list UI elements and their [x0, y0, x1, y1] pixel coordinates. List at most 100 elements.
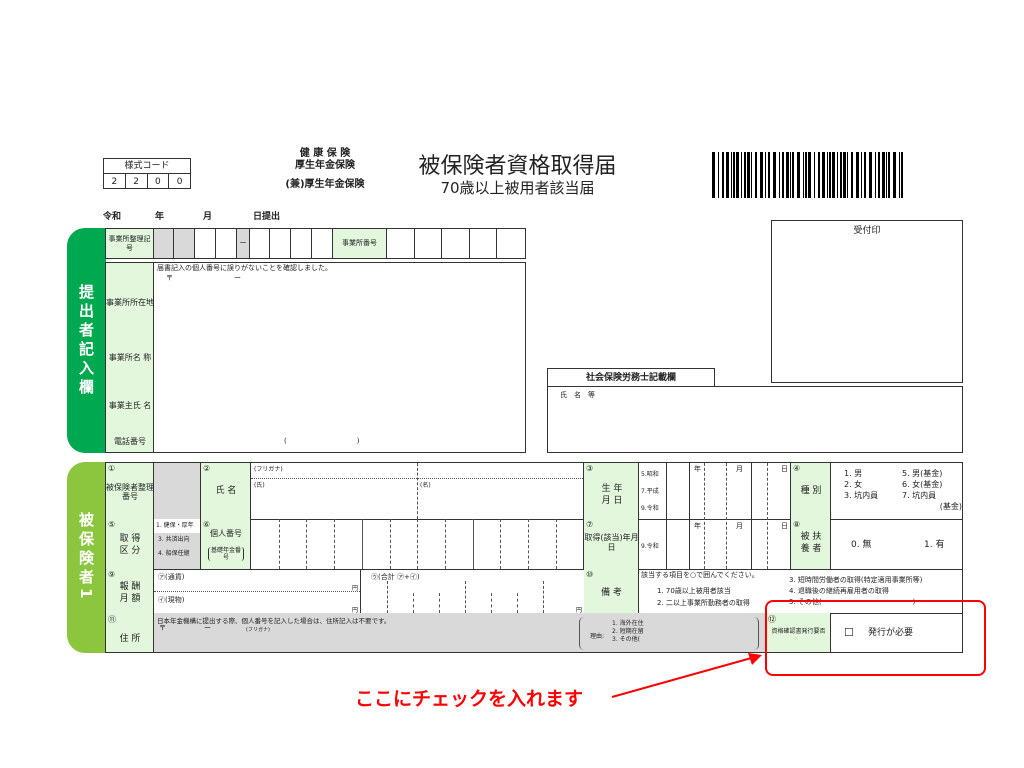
form-title: 被保険者資格取得届 — [418, 154, 617, 179]
day-label: 日 — [781, 465, 788, 473]
office-label-column: 事業所所在地 事業所名 称 事業主氏 名 電話番号 — [106, 263, 154, 452]
form-code-digit: 0 — [148, 174, 170, 189]
acquisition-type-options[interactable]: 1. 健保・厚年 3. 共済出向 4. 船保任継 — [154, 519, 201, 569]
kind-option — [844, 501, 902, 512]
sharoushi-header: 社会保険労務士記載欄 — [547, 368, 715, 387]
certificate-issue-checkbox[interactable]: ☐ — [844, 626, 854, 639]
office-name-label: 事業所名 称 — [108, 353, 152, 362]
reason-option: 2. 短期在留 — [612, 628, 644, 635]
insured-number-input[interactable] — [154, 463, 201, 519]
barcode-bar — [712, 152, 715, 198]
office-number-cell[interactable] — [470, 229, 497, 258]
office-code-cell[interactable] — [312, 229, 333, 258]
remarks-label: 備 考 — [601, 588, 622, 598]
barcode-bar — [790, 152, 791, 198]
address-note: 日本年金機構に提出する際、個人番号を記入した場合は、住所記入は不要です。 — [157, 617, 391, 625]
birthdate-input[interactable]: 5.昭和 7.平成 9.令和 年 月 日 9.令和 年 月 日 — [639, 463, 791, 569]
sharoushi-box[interactable]: 氏 名 等 — [547, 386, 963, 453]
receipt-stamp-box: 受付印 — [771, 220, 963, 383]
in-kind-label: ㋑(現物) — [158, 596, 185, 604]
digit-divider — [439, 593, 440, 613]
postal-mark: 〒 — [159, 624, 166, 632]
owner-name-label: 事業主氏 名 — [108, 401, 152, 410]
office-number-cell[interactable] — [387, 229, 415, 258]
office-code-cell[interactable] — [195, 229, 216, 258]
basic-pension-label: 基礎年金番号 — [208, 547, 244, 561]
barcode-bar — [882, 152, 885, 198]
barcode-bar — [864, 152, 866, 198]
barcode-bar — [875, 152, 876, 198]
remarks-option: 2. 二以上事業所勤務者の取得 — [657, 599, 750, 607]
office-code-label: 事業所整理記号 — [106, 229, 154, 258]
monthly-pay-label: 報 酬 月 額 — [119, 582, 141, 604]
form-subtitle: 70歳以上被用者該当届 — [440, 179, 595, 197]
submitter-section-tab: 提出者記入欄 — [67, 228, 106, 453]
year-label: 年 — [694, 465, 701, 473]
item-number: ⑪ — [108, 615, 116, 624]
digit-divider — [413, 593, 414, 613]
reason-box[interactable]: 理由: 1. 海外在住 2. 短期在留 3. その他( — [579, 617, 759, 650]
remarks-options[interactable]: 該当する項目を○で囲んでください。 1. 70歳以上被用者該当 2. 二以上事業… — [639, 569, 962, 613]
barcode-bar — [837, 152, 838, 198]
digit-divider — [491, 593, 492, 613]
office-number-cell[interactable] — [497, 229, 525, 258]
month-label: 月 — [736, 522, 743, 530]
form-code-digit: 2 — [126, 174, 148, 189]
day-label: 日提出 — [253, 212, 281, 222]
office-number-cell[interactable] — [442, 229, 470, 258]
barcode-bar — [827, 152, 828, 198]
barcode-bar — [847, 152, 848, 198]
office-code-cell[interactable] — [270, 229, 291, 258]
item-number: ⑩ — [586, 570, 594, 579]
name-input[interactable]: (フリガナ) (氏) (名) — [251, 463, 584, 519]
kind-option: (基金) — [939, 502, 962, 511]
total-pay-input[interactable]: ㋒(合計 ㋐+㋑) 円 — [361, 569, 584, 614]
item-number: ② — [203, 464, 211, 473]
digit-divider — [543, 581, 544, 613]
item-number: ⑤ — [108, 520, 116, 529]
dependent-option-yes[interactable]: 1. 有 — [924, 540, 945, 550]
item-number: ③ — [586, 464, 594, 473]
office-code-cell[interactable] — [291, 229, 312, 258]
insurance-line: 厚生年金保険 — [295, 160, 355, 171]
dependent-label: 被 扶 養 者 — [800, 532, 822, 554]
acquisition-date-label: 取得(該当)年月日 — [584, 533, 639, 552]
barcode-bar — [736, 152, 739, 198]
form-code-label: 様式コード — [104, 159, 190, 174]
sharoushi-name-label: 氏 名 等 — [560, 391, 595, 399]
barcode-bar — [843, 152, 846, 198]
office-info-input[interactable] — [156, 273, 524, 443]
office-code-cell[interactable] — [154, 229, 174, 258]
mynumber-input[interactable] — [251, 519, 584, 569]
barcode-bar — [779, 152, 780, 198]
office-code-cell[interactable] — [216, 229, 237, 258]
day-label: 日 — [781, 522, 788, 530]
barcode-bar — [901, 152, 903, 198]
given-name-label: (名) — [420, 482, 431, 489]
currency-label: ㋐(通貨) — [158, 573, 185, 581]
office-code-cell[interactable] — [174, 229, 195, 258]
dependent-option-none[interactable]: 0. 無 — [851, 540, 872, 550]
phone-input[interactable]: ( ) — [284, 437, 360, 445]
barcode-bar — [805, 152, 807, 198]
reason-option: 3. その他( — [612, 636, 640, 643]
yen-label: 円 — [351, 607, 358, 614]
office-number-cell[interactable] — [415, 229, 442, 258]
barcode-bar — [760, 152, 763, 198]
form-code-box: 様式コード 2 2 0 0 — [103, 158, 191, 189]
form-code-digit: 0 — [176, 176, 183, 187]
barcode-bar — [893, 152, 896, 198]
year-label: 年 — [694, 522, 701, 530]
barcode-bar — [744, 152, 746, 198]
remarks-note: 該当する項目を○で囲んでください。 — [641, 571, 759, 579]
highlight-box — [765, 600, 986, 676]
pay-input[interactable]: ㋐(通貨) 円 ㋑(現物) 円 — [154, 569, 361, 614]
postal-dash: ー — [204, 624, 211, 632]
form-code-digit: 2 — [104, 174, 126, 189]
barcode-bar — [731, 152, 732, 198]
office-code-cell[interactable] — [250, 229, 270, 258]
address-input[interactable]: 日本年金機構に提出する際、個人番号を記入した場合は、住所記入は不要です。 〒 ー… — [154, 613, 766, 652]
submission-date: 令和 年 月 日提出 — [103, 211, 303, 223]
barcode-bar — [888, 152, 890, 198]
